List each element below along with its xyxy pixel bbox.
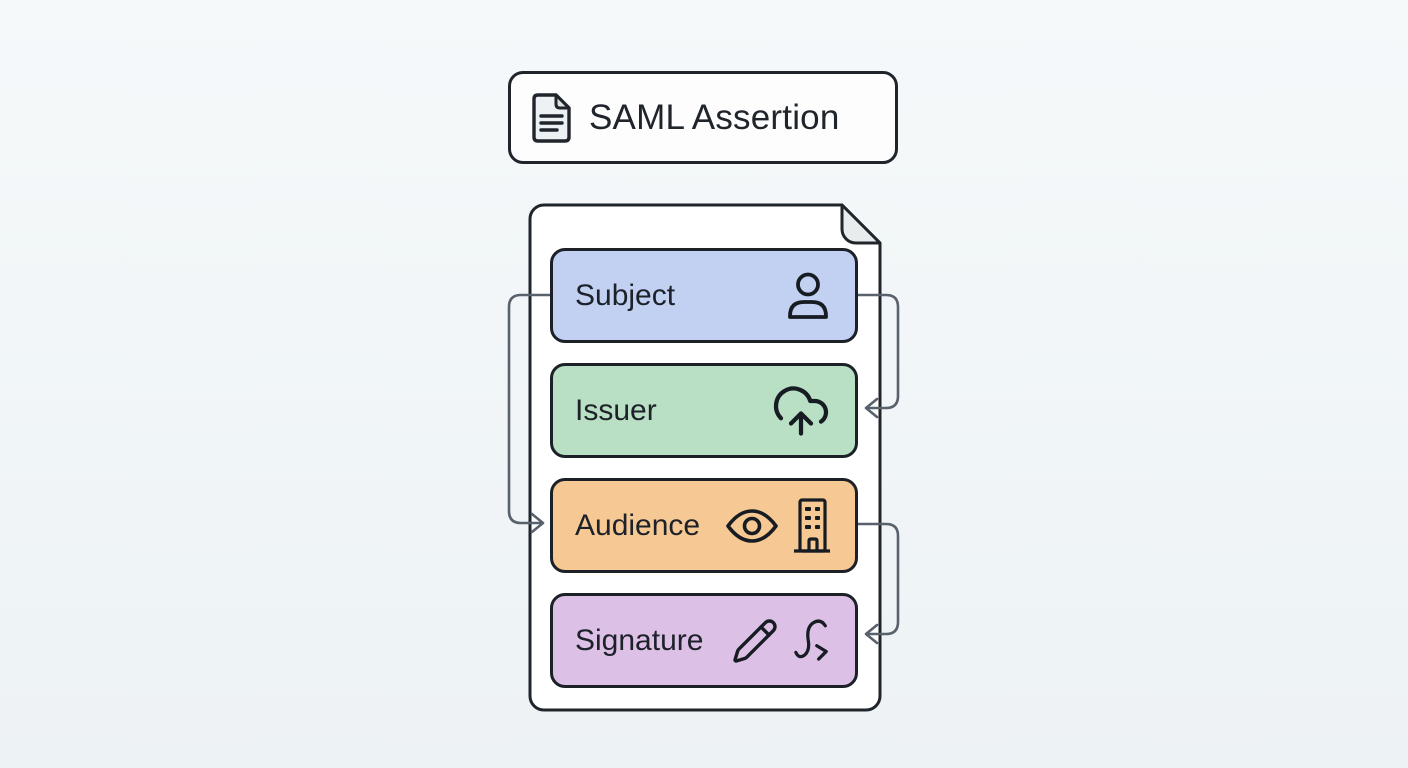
- diagram-title: SAML Assertion: [589, 97, 840, 137]
- field-box-audience: Audience: [550, 478, 858, 573]
- field-icons: [771, 381, 831, 441]
- connector-audience-to-signature: [856, 522, 900, 645]
- eye-icon: [726, 508, 778, 543]
- document-folded-corner: [840, 203, 882, 245]
- field-label: Subject: [575, 278, 676, 312]
- field-label: Issuer: [575, 393, 657, 427]
- field-box-subject: Subject: [550, 248, 858, 343]
- field-label: Signature: [575, 623, 704, 657]
- field-icons: [731, 615, 831, 667]
- user-icon: [788, 272, 828, 319]
- field-box-signature: Signature: [550, 593, 858, 688]
- connector-arrows: [507, 293, 900, 645]
- cloud-upload-icon: [773, 385, 829, 436]
- title-card: SAML Assertion: [508, 71, 898, 164]
- arrowhead-left-icon: [864, 397, 879, 419]
- building-icon: [794, 497, 830, 553]
- field-box-issuer: Issuer: [550, 363, 858, 458]
- field-label: Audience: [575, 508, 701, 542]
- arrowhead-right-icon: [530, 512, 545, 534]
- field-icons: [725, 497, 831, 555]
- signature-squiggle-icon: [794, 619, 828, 661]
- arrowhead-left-icon: [864, 623, 879, 645]
- connector-subject-to-issuer: [856, 293, 900, 419]
- document-icon: [532, 92, 571, 143]
- connector-subject-to-audience: [507, 293, 552, 534]
- pen-icon: [733, 618, 777, 663]
- field-icons: [785, 271, 831, 321]
